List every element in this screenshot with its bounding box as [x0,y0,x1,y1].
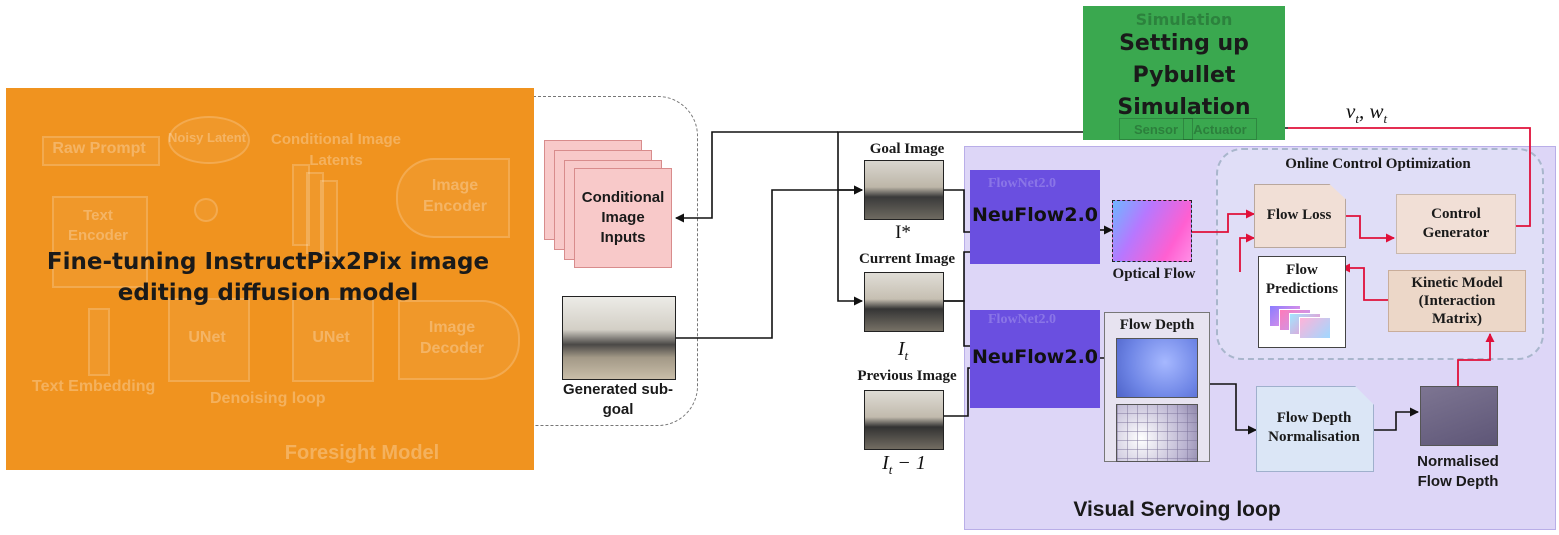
control-generator-box: Control Generator [1396,194,1516,254]
kinetic-model-label: Kinetic Model (Interaction Matrix) [1411,275,1503,327]
flownet-top-label: FlowNet2.0 [988,176,1057,191]
wire-predictions-to-loss [1239,233,1255,272]
current-image [864,272,944,332]
flow-depth-normalisation-label: Flow Depth Normalisation [1268,410,1360,445]
unet-2-box [292,298,374,382]
control-output-label: vt, wt [1346,99,1388,127]
kinetic-model-box: Kinetic Model (Interaction Matrix) [1388,270,1526,332]
optical-flow-label: Optical Flow [1112,266,1196,282]
control-generator-label: Control Generator [1422,206,1490,241]
flow-depth-normalisation-box [1256,386,1374,472]
sensor-box: Sensor [1119,118,1193,140]
denoising-loop-label: Denoising loop [210,390,326,407]
current-image-label: Current Image [859,251,955,267]
sum-node [194,198,218,222]
goal-image-label: Goal Image [869,141,945,157]
raw-prompt-label: Raw Prompt [52,140,146,157]
control-panel-label: Online Control Optimization [1285,156,1471,172]
image-decoder-label: Image Decoder [419,319,485,357]
flow-depth-box: Flow Depth [1104,312,1210,462]
latent-stack-2 [306,172,324,254]
unet-1-label: UNet [188,329,226,346]
actuator-box: Actuator [1183,118,1257,140]
wire-sensor-to-conditional [675,131,838,223]
image-encoder-label: Image Encoder [422,177,487,215]
raw-prompt-box [42,136,160,166]
cond-latents-label: Conditional Image Latents [270,131,401,169]
wire-subgoal-to-goal [676,185,863,339]
flow-loss-label: Flow Loss [1266,206,1332,223]
wire-loss-to-generator [1346,215,1395,243]
flow-predictions-box: Flow Predictions [1258,256,1346,348]
flow-predictions-label: Flow Predictions [1265,262,1339,297]
text-embedding-label: Text Embedding [32,378,156,395]
neuflow-bottom-label: NeuFlow2.0 [971,346,1099,368]
flow-depth-grid-image [1116,404,1198,462]
unet-2-label: UNet [312,329,350,346]
foresight-overlay-title: Fine-tuning InstructPix2Pix image editin… [46,249,490,306]
flow-loss-box [1254,184,1346,248]
flow-depth-label: Flow Depth [1119,317,1195,333]
flow-depth-map-image [1116,338,1198,398]
noisy-latent-label: Noisy Latent [168,130,247,145]
neuflow-bottom-block: FlowNet2.0 NeuFlow2.0 [970,310,1100,408]
sensor-label: Sensor [1133,121,1179,137]
previous-image-label: Previous Image [857,368,957,384]
normalised-flow-depth-image [1420,386,1498,446]
foresight-model-label: Foresight Model [284,442,440,464]
wire-generator-to-actuator [1288,127,1531,227]
flow-predictions-thumbnails [1259,299,1345,339]
previous-image-symbol: It − 1 [882,452,926,477]
actuator-label: Actuator [1193,121,1247,137]
flownet-bottom-label: FlowNet2.0 [988,312,1057,327]
latent-stack-3 [320,180,338,262]
image-decoder-box [398,300,520,380]
conditional-inputs-label: Conditional Image Inputs [581,189,665,246]
generated-subgoal-image [562,296,676,380]
latent-stack [292,164,310,246]
simulation-header: Simulation [1135,10,1233,29]
wire-sensor-bus [837,131,1148,306]
simulation-panel: Simulation Setting up Pybullet Simulatio… [1083,6,1285,140]
normalised-flow-depth-label: Normalised Flow Depth [1417,453,1499,490]
optical-flow-image [1112,200,1192,262]
goal-image [864,160,944,220]
wire-optical-to-loss [1192,209,1255,233]
text-embedding-bar [88,308,110,376]
generated-subgoal-label: Generated sub-goal [562,381,674,418]
previous-image [864,390,944,450]
unet-1-box [168,298,250,382]
wire-norm-to-normdepth [1372,407,1419,431]
wire-normdepth-to-kinetic [1457,333,1495,386]
simulation-overlay-title: Setting up Pybullet Simulation [1117,31,1251,120]
current-image-symbol: It [897,338,909,363]
noisy-latent-ellipse [168,116,250,164]
foresight-model-panel: Raw Prompt Noisy Latent Conditional Imag… [6,88,534,470]
goal-image-symbol: I* [895,222,911,243]
text-encoder-label: Text Encoder [67,207,128,244]
visual-servoing-label: Visual Servoing loop [1073,498,1281,521]
image-encoder-box [396,158,510,238]
neuflow-top-label: NeuFlow2.0 [971,204,1099,226]
neuflow-top-block: FlowNet2.0 NeuFlow2.0 [970,170,1100,264]
wire-depth-to-norm [1208,383,1257,435]
text-encoder-box [52,196,148,288]
conditional-inputs-box: Conditional Image Inputs [574,168,672,268]
wire-kinetic-to-predictions [1341,263,1388,301]
